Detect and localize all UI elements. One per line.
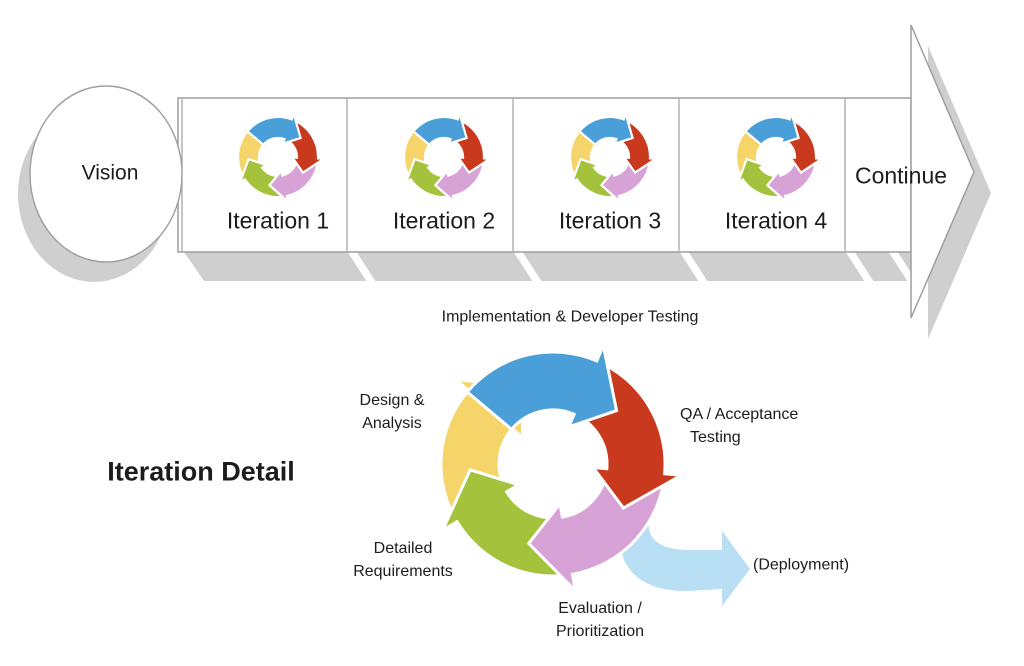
iteration-cycle-icon — [236, 110, 328, 205]
iteration-cycle-icon — [734, 110, 826, 205]
shadow-notch — [845, 251, 874, 282]
iteration-cycle-icon — [568, 110, 660, 205]
iteration-3-label: Iteration 3 — [558, 207, 662, 234]
stage-line: Requirements — [353, 563, 453, 580]
shadow-notch — [888, 251, 917, 282]
stage-line: Implementation & Developer Testing — [441, 308, 699, 326]
stage-line: Design & — [359, 392, 425, 409]
continue-label: Continue — [854, 162, 948, 189]
cycle-arrow-blue — [743, 110, 800, 147]
shadow-notch — [513, 251, 542, 282]
cycle-arrow-blue — [577, 110, 634, 147]
stage-label-implementation: Implementation & Developer Testing — [442, 306, 699, 329]
iteration-1-label: Iteration 1 — [226, 207, 330, 234]
stage-line: Evaluation / — [558, 600, 642, 617]
deployment-arrow-icon — [619, 504, 750, 606]
iteration-detail-heading: Iteration Detail — [107, 456, 295, 487]
iteration-cycle-icon — [402, 110, 494, 205]
iteration-cycle-diagram — [439, 340, 687, 596]
stage-label-qa-acceptance: QA / Acceptance Testing — [680, 403, 798, 449]
stage-line: Testing — [690, 429, 741, 446]
stage-line: (Deployment) — [753, 556, 850, 574]
stage-line: Detailed — [373, 540, 433, 557]
cycle-arrow-blue — [465, 340, 619, 432]
stage-label-deployment: (Deployment) — [753, 554, 849, 577]
vision-label: Vision — [81, 161, 139, 185]
vision-ellipse — [29, 85, 183, 263]
stage-line: QA / Acceptance — [680, 406, 799, 423]
stage-label-evaluation: Evaluation / Prioritization — [556, 597, 644, 643]
iteration-4-label: Iteration 4 — [724, 207, 828, 234]
cycle-arrow-blue — [245, 110, 302, 147]
shadow-notch — [347, 251, 376, 282]
stage-line: Prioritization — [555, 623, 645, 640]
stage-line: Analysis — [362, 415, 422, 432]
continue-arrowhead — [910, 24, 975, 319]
shadow-notch — [679, 251, 708, 282]
cycle-arrow-blue — [411, 110, 468, 147]
stage-label-design-analysis: Design & Analysis — [360, 389, 425, 435]
stage-label-detailed-requirements: Detailed Requirements — [353, 537, 453, 583]
iteration-2-label: Iteration 2 — [392, 207, 496, 234]
flow-band-shadow — [184, 252, 911, 281]
